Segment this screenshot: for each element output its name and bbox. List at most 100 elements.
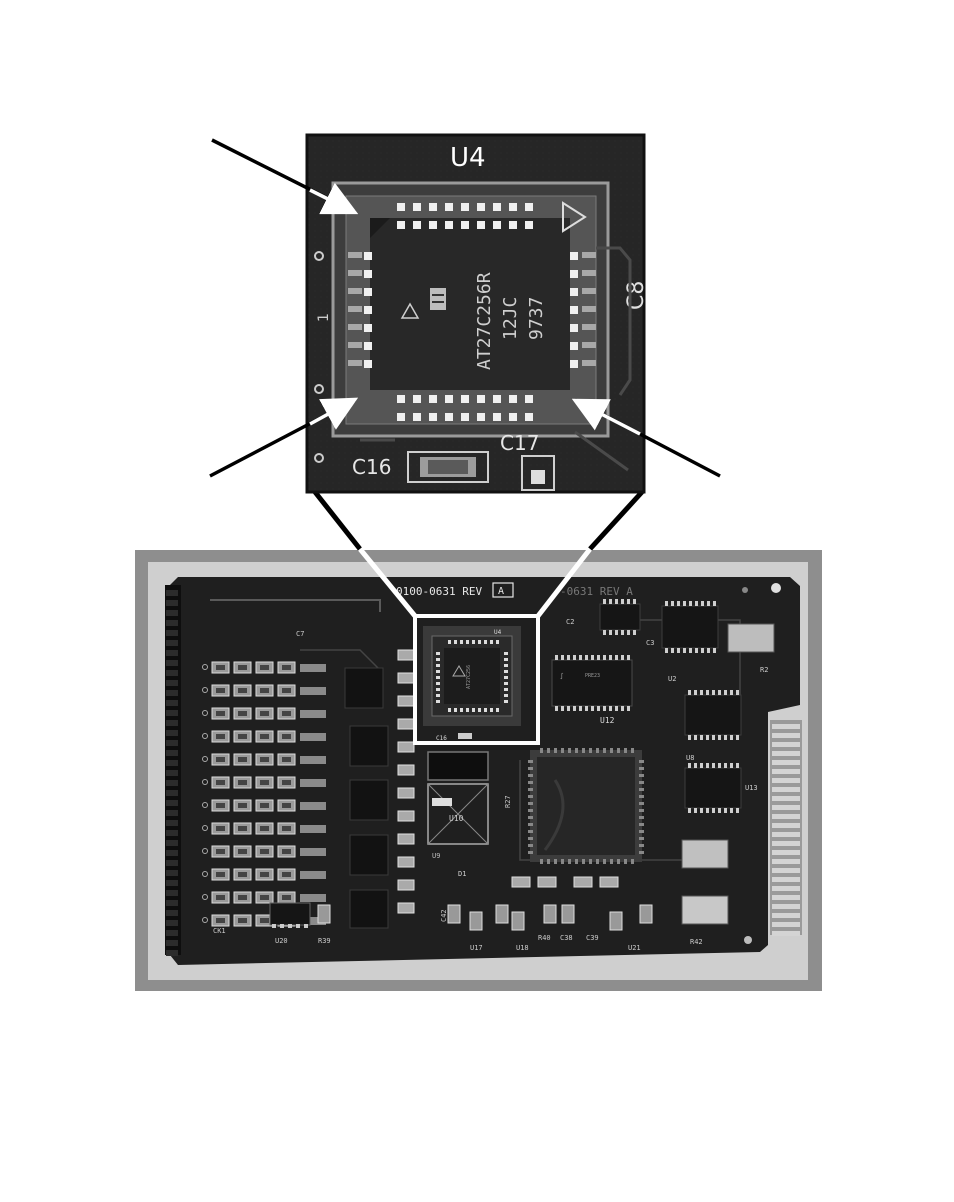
socket-pin <box>493 395 501 403</box>
u4-pin <box>454 708 457 712</box>
ic-pin <box>701 601 704 606</box>
ic-pin <box>609 706 612 711</box>
u4-pin <box>504 688 508 691</box>
smd-component <box>639 904 653 924</box>
connector-finger <box>772 886 800 891</box>
plcc-pin <box>582 748 585 753</box>
ic-pin <box>615 630 618 635</box>
ic-pin <box>712 690 715 695</box>
u4-pin <box>504 664 508 667</box>
socket-pin <box>570 342 578 350</box>
socket-pin <box>445 221 453 229</box>
ic-pin <box>677 601 680 606</box>
resistor <box>397 718 415 730</box>
socket-pin <box>582 306 596 312</box>
ic-pin <box>627 599 630 604</box>
svg-text:∫: ∫ <box>560 672 564 680</box>
smd-component <box>537 876 557 888</box>
socket-pin <box>582 342 596 348</box>
ic-pin <box>694 808 697 813</box>
zoom-callout-lines <box>313 490 644 618</box>
ic-pin <box>579 655 582 660</box>
ic-pin <box>555 706 558 711</box>
board-part-number: 0100-0631 REV <box>396 585 482 598</box>
socket-pin <box>570 324 578 332</box>
smd-component <box>609 911 623 931</box>
plcc-pin <box>528 816 533 819</box>
u4-pin <box>436 670 440 673</box>
u4-pin <box>436 688 440 691</box>
resistor <box>397 879 415 891</box>
resistor <box>397 856 415 868</box>
connector-pin <box>166 870 178 876</box>
connector-pin <box>166 630 178 636</box>
socket-pin <box>461 221 469 229</box>
small-ic <box>269 902 311 926</box>
socket-pin <box>509 413 517 421</box>
socket-pin <box>364 270 372 278</box>
connector-finger <box>772 922 800 927</box>
ic-pin <box>579 706 582 711</box>
ic-pin <box>694 763 697 768</box>
svg-text:PRE23: PRE23 <box>585 673 600 679</box>
socket-pin <box>364 288 372 296</box>
ic-pin <box>724 763 727 768</box>
u4-pin <box>460 640 463 644</box>
connector-pin <box>166 850 178 856</box>
svg-text:D1: D1 <box>458 870 466 878</box>
connector-pin <box>166 590 178 596</box>
socket-pin <box>582 252 596 258</box>
plcc-pin <box>617 859 620 864</box>
connector-pin <box>166 840 178 846</box>
ic-pin <box>730 763 733 768</box>
socket-pin <box>364 252 372 260</box>
socket-pin <box>348 252 362 258</box>
connector-finger <box>772 724 800 729</box>
ic-pin <box>621 655 624 660</box>
socket-pin <box>525 221 533 229</box>
plcc-pin <box>528 795 533 798</box>
socket-pin <box>582 270 596 276</box>
smd-component <box>599 876 619 888</box>
socket-pin <box>493 413 501 421</box>
connector-finger <box>772 733 800 738</box>
ic-pin <box>730 735 733 740</box>
ic-pin <box>555 655 558 660</box>
u4-pin <box>496 640 499 644</box>
connector-pin <box>166 910 178 916</box>
svg-text:R39: R39 <box>318 937 331 945</box>
socket-pin <box>348 306 362 312</box>
ic-pin <box>633 599 636 604</box>
board-part-number-faded: -0631 REV A <box>560 585 633 598</box>
ic-pin <box>695 648 698 653</box>
ic-pin <box>712 808 715 813</box>
ic-pin <box>615 599 618 604</box>
connector-finger <box>772 796 800 801</box>
socket-pin <box>445 395 453 403</box>
socket-pin <box>570 306 578 314</box>
atmel-logo-icon <box>430 288 446 310</box>
socket-pin <box>509 395 517 403</box>
socket-pin <box>477 203 485 211</box>
socket-pin <box>413 221 421 229</box>
connector-finger <box>772 778 800 783</box>
ic-pin <box>689 601 692 606</box>
u4-zoom-inset: U4 AT27C256R 12JC 9737 C8 1 C16 <box>305 133 649 494</box>
ic-pin <box>706 690 709 695</box>
mounting-hole <box>744 936 752 944</box>
connector-pin <box>166 780 178 786</box>
plcc-pin <box>528 844 533 847</box>
connector-finger <box>772 868 800 873</box>
connector-pin <box>166 620 178 626</box>
ic-pin <box>591 655 594 660</box>
ic-pin <box>567 706 570 711</box>
plcc-pin <box>582 859 585 864</box>
resistor <box>397 902 415 914</box>
chip-marking-line3: 9737 <box>526 297 547 340</box>
socket-pin <box>461 413 469 421</box>
plcc-pin <box>528 788 533 791</box>
smd-component <box>447 904 461 924</box>
connector-finger <box>772 751 800 756</box>
svg-text:U2: U2 <box>668 675 676 683</box>
socket-pin <box>364 342 372 350</box>
